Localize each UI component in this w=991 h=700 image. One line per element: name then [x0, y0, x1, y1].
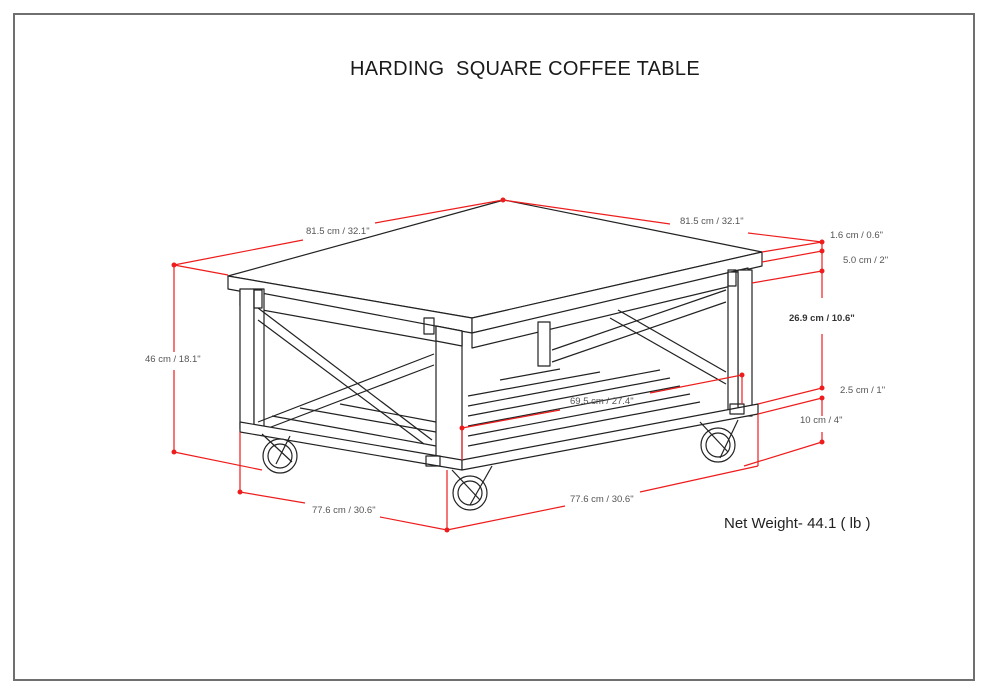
dim-base-width-left: 77.6 cm / 30.6" [312, 505, 376, 516]
dim-caster-height: 10 cm / 4" [800, 415, 843, 426]
dim-apron-height: 5.0 cm / 2" [843, 255, 889, 266]
dim-base-depth-right: 77.6 cm / 30.6" [570, 494, 634, 505]
dim-shelf-thickness: 2.5 cm / 1" [840, 385, 886, 396]
dim-top-thickness: 1.6 cm / 0.6" [830, 230, 884, 241]
dim-top-depth-right: 81.5 cm / 32.1" [680, 216, 744, 227]
drawing-border [13, 13, 975, 681]
dim-shelf-length: 69.5 cm / 27.4" [570, 396, 634, 407]
dim-overall-height: 46 cm / 18.1" [145, 354, 201, 365]
net-weight: Net Weight- 44.1 ( lb ) [724, 515, 871, 532]
dim-top-width-left: 81.5 cm / 32.1" [306, 226, 370, 237]
dim-shelf-clearance: 26.9 cm / 10.6" [789, 313, 855, 324]
page-title: HARDING SQUARE COFFEE TABLE [350, 58, 700, 80]
